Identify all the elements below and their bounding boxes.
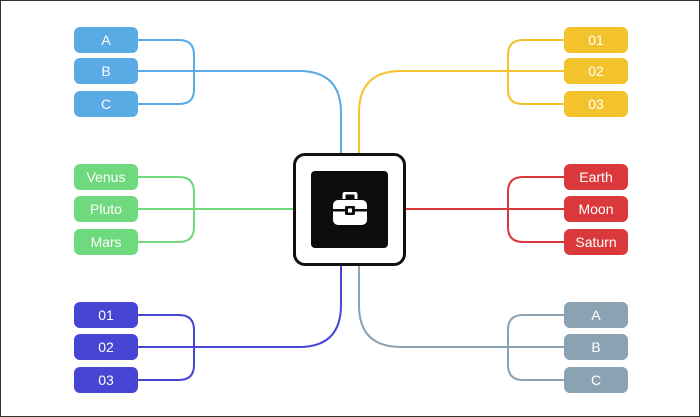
node-top-right-02[interactable]: 02 xyxy=(564,58,628,84)
node-bottom-left-02[interactable]: 02 xyxy=(74,334,138,360)
node-top-right-03[interactable]: 03 xyxy=(564,91,628,117)
connector-mid-left xyxy=(138,176,293,243)
connector-bottom-left xyxy=(138,266,342,381)
node-top-right-01[interactable]: 01 xyxy=(564,27,628,53)
node-top-left-b[interactable]: B xyxy=(74,58,138,84)
node-bottom-right-c[interactable]: C xyxy=(564,367,628,393)
node-bottom-left-03[interactable]: 03 xyxy=(74,367,138,393)
node-mars[interactable]: Mars xyxy=(74,229,138,255)
node-top-left-a[interactable]: A xyxy=(74,27,138,53)
connector-top-right xyxy=(358,39,564,153)
connector-mid-right xyxy=(406,176,564,243)
node-moon[interactable]: Moon xyxy=(564,196,628,222)
node-earth[interactable]: Earth xyxy=(564,164,628,190)
connector-bottom-right xyxy=(358,266,564,381)
node-venus[interactable]: Venus xyxy=(74,164,138,190)
node-pluto[interactable]: Pluto xyxy=(74,196,138,222)
node-bottom-right-a[interactable]: A xyxy=(564,302,628,328)
connector-top-left xyxy=(138,39,342,153)
node-bottom-right-b[interactable]: B xyxy=(564,334,628,360)
central-hub[interactable] xyxy=(293,153,406,266)
node-bottom-left-01[interactable]: 01 xyxy=(74,302,138,328)
toolbox-icon xyxy=(332,191,367,225)
node-saturn[interactable]: Saturn xyxy=(564,229,628,255)
hub-icon-tile xyxy=(311,171,388,248)
node-top-left-c[interactable]: C xyxy=(74,91,138,117)
